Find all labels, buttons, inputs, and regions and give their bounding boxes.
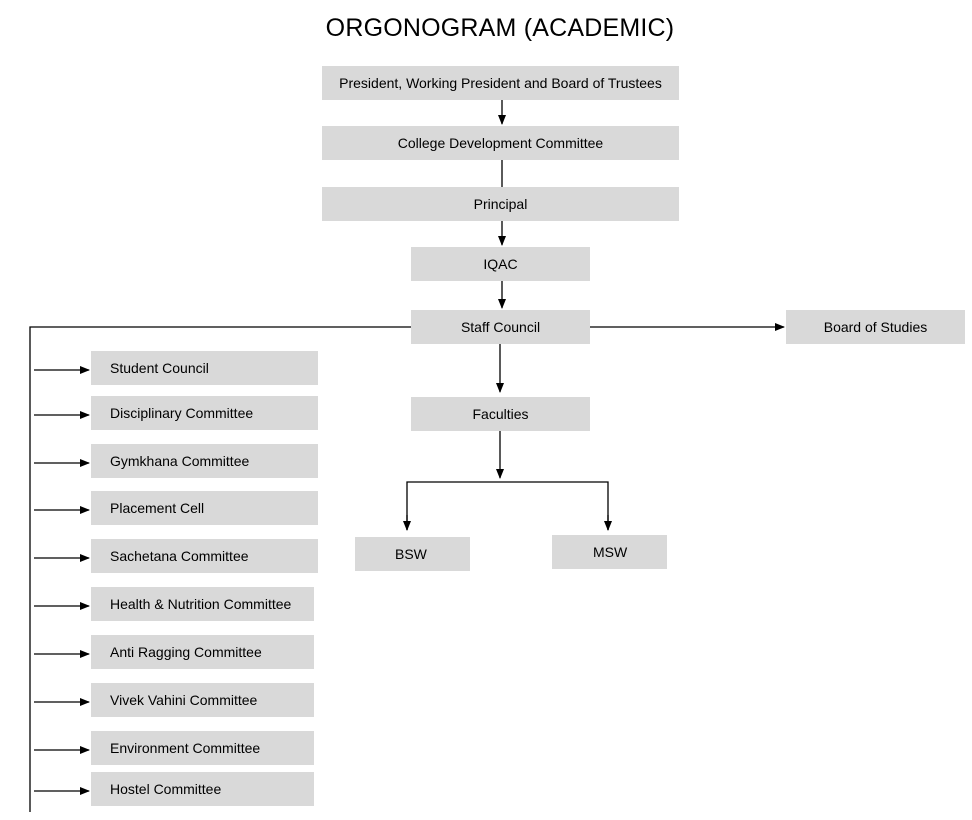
node-staff-council: Staff Council bbox=[411, 310, 590, 344]
committee-sachetana-committee: Sachetana Committee bbox=[91, 539, 318, 573]
committee-environment-committee: Environment Committee bbox=[91, 731, 314, 765]
node-college-development-committee: College Development Committee bbox=[322, 126, 679, 160]
node-bsw: BSW bbox=[355, 537, 470, 571]
node-board-of-trustees: President, Working President and Board o… bbox=[322, 66, 679, 100]
connector-left-trunk bbox=[29, 326, 411, 812]
node-iqac: IQAC bbox=[411, 247, 590, 281]
chart-title: ORGONOGRAM (ACADEMIC) bbox=[325, 14, 675, 42]
committee-arrow-group bbox=[34, 366, 90, 795]
committee-anti-ragging-committee: Anti Ragging Committee bbox=[91, 635, 314, 669]
node-board-of-studies: Board of Studies bbox=[786, 310, 965, 344]
committee-vivek-vahini-committee: Vivek Vahini Committee bbox=[91, 683, 314, 717]
committee-gymkhana-committee: Gymkhana Committee bbox=[91, 444, 318, 478]
node-faculties: Faculties bbox=[411, 397, 590, 431]
committee-hostel-committee: Hostel Committee bbox=[91, 772, 314, 806]
committee-health-and-nutrition-committee: Health & Nutrition Committee bbox=[91, 587, 314, 621]
committee-placement-cell: Placement Cell bbox=[91, 491, 318, 525]
connector-faculties-branch bbox=[406, 481, 609, 530]
committee-disciplinary-committee: Disciplinary Committee bbox=[91, 396, 318, 430]
committee-student-council: Student Council bbox=[91, 351, 318, 385]
node-principal: Principal bbox=[322, 187, 679, 221]
node-msw: MSW bbox=[552, 535, 667, 569]
